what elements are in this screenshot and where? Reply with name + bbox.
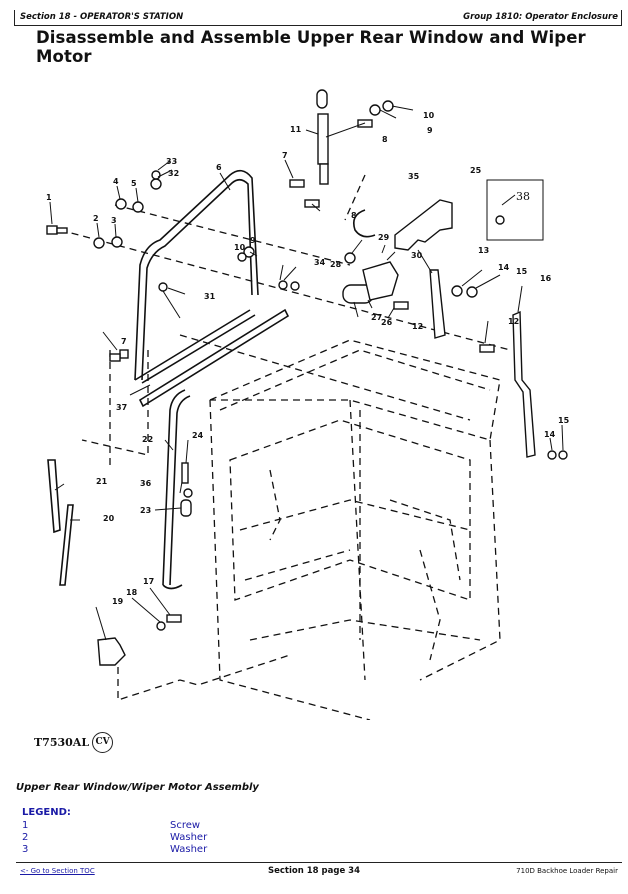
callout-7: 7 (282, 151, 288, 160)
retaining-clip (352, 209, 376, 238)
callout-7-lower: 7 (121, 337, 127, 346)
hinge-plate (512, 310, 536, 458)
wiper-arm (47, 459, 61, 534)
figure-id: T7530AL CV (34, 732, 114, 753)
legend-item-number: 3 (22, 844, 29, 855)
side-seal (162, 389, 186, 586)
callout-35: 35 (408, 172, 420, 181)
section-header: Section 18 - OPERATOR'S STATION (20, 12, 184, 22)
footer-divider (16, 862, 622, 863)
callout-19: 19 (112, 597, 124, 606)
exploded-parts-diagram: 1 2 3 4 5 6 7 11 8 9 10 8 33 32 35 25 38… (20, 80, 610, 721)
callout-15-lower: 15 (558, 416, 570, 425)
callout-9: 9 (427, 126, 433, 135)
callout-6: 6 (216, 163, 222, 172)
callout-21: 21 (96, 477, 108, 486)
callout-12: 12 (508, 317, 519, 326)
callout-11: 11 (290, 125, 302, 134)
legend-item-description: Screw (170, 820, 201, 831)
manual-title: 710D Backhoe Loader Repair (516, 867, 618, 875)
callout-36: 36 (140, 479, 152, 488)
gas-strut (316, 89, 329, 185)
hinge (429, 269, 446, 339)
figure-cv-badge: CV (92, 732, 114, 753)
figure-id-text: T7530AL (34, 736, 90, 749)
callout-16: 16 (540, 274, 552, 283)
legend-item-description: Washer (170, 832, 208, 843)
callout-leaders (49, 105, 564, 641)
callout-10: 10 (423, 111, 435, 120)
legend-item-number: 1 (22, 820, 29, 831)
group-header: Group 1810: Operator Enclosure (463, 12, 618, 22)
callout-1: 1 (46, 193, 52, 202)
callout-5: 5 (131, 179, 137, 188)
callout-20: 20 (103, 514, 115, 523)
callout-14-lower: 14 (544, 430, 556, 439)
legend-item-number: 2 (22, 832, 29, 843)
assembly-guides (59, 174, 511, 701)
callout-31: 31 (204, 292, 216, 301)
callout-numbers: 1 2 3 4 5 6 7 11 8 9 10 8 33 32 35 25 38… (46, 111, 570, 606)
callout-29: 29 (378, 233, 390, 242)
callout-17: 17 (143, 577, 154, 586)
callout-8-lower: 8 (351, 211, 357, 220)
callout-32: 32 (168, 169, 179, 178)
callout-34: 34 (314, 258, 326, 267)
callout-23: 23 (140, 506, 151, 515)
page-title: Disassemble and Assemble Upper Rear Wind… (36, 28, 586, 66)
callout-2: 2 (93, 214, 99, 223)
callout-12-lower: 12 (412, 322, 423, 331)
cab-frame (209, 339, 501, 721)
callout-9-frame: 9 (250, 236, 256, 245)
latch (97, 637, 126, 666)
legend-item-description: Washer (170, 844, 208, 855)
section-toc-link[interactable]: <- Go to Section TOC (20, 867, 95, 875)
window-frame (134, 169, 259, 384)
wiper-motor (342, 261, 399, 304)
callout-30: 30 (411, 251, 423, 260)
callout-33: 33 (166, 157, 177, 166)
page-number: Section 18 page 34 (268, 866, 360, 876)
inset-box (486, 179, 544, 241)
figure-caption: Upper Rear Window/Wiper Motor Assembly (16, 782, 259, 793)
header-rule (14, 10, 622, 26)
callout-4: 4 (113, 177, 119, 186)
legend-title: LEGEND: (22, 807, 71, 818)
callout-38: 38 (516, 190, 530, 203)
callout-27: 27 (371, 313, 382, 322)
callout-3: 3 (111, 216, 117, 225)
weatherstrip (138, 308, 290, 408)
callout-26: 26 (381, 318, 393, 327)
glass-panel (394, 199, 453, 251)
callout-8: 8 (382, 135, 388, 144)
callout-25: 25 (470, 166, 482, 175)
callout-22: 22 (142, 435, 153, 444)
callout-18: 18 (126, 588, 138, 597)
callout-24: 24 (192, 431, 204, 440)
callout-37: 37 (116, 403, 127, 412)
callout-14: 14 (498, 263, 510, 272)
callout-13: 13 (478, 246, 489, 255)
callout-10-frame: 10 (234, 243, 246, 252)
hardware (46, 100, 568, 631)
callout-28: 28 (330, 260, 342, 269)
wiper-blade (59, 504, 74, 586)
callout-15: 15 (516, 267, 528, 276)
